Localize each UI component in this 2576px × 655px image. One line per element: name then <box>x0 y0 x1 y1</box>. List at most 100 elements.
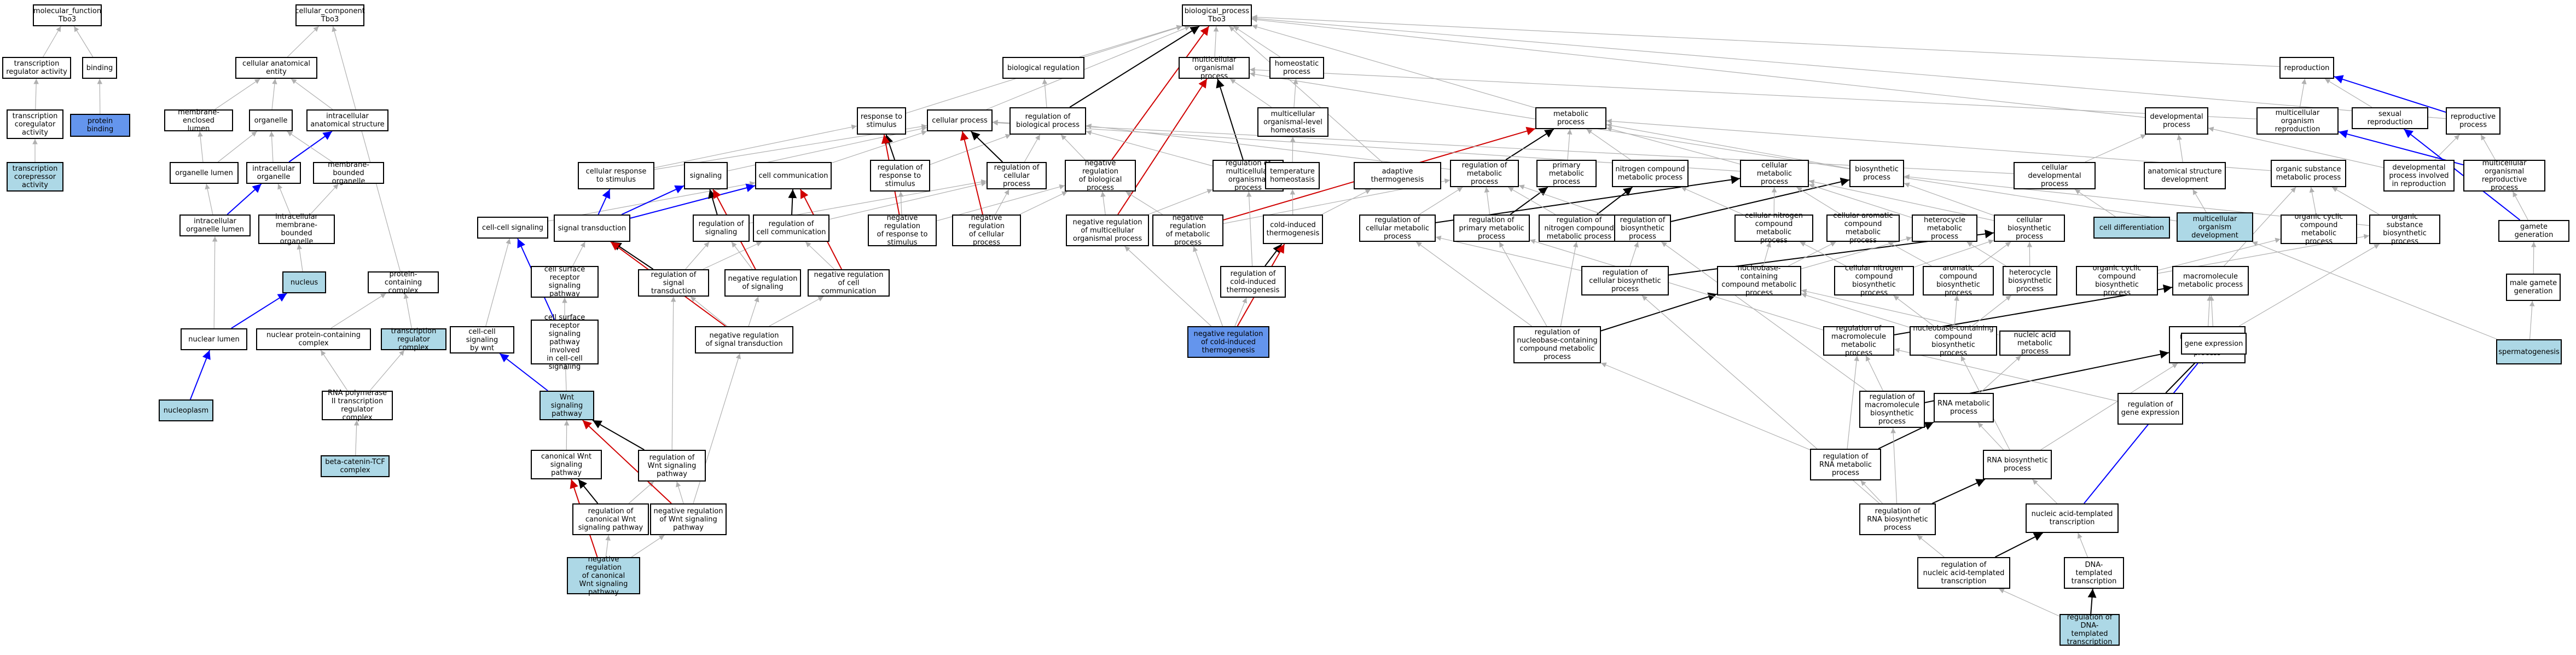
go-term-node[interactable]: regulation of nucleic acid-templated tra… <box>1917 557 2010 589</box>
go-term-node[interactable]: organic cyclic compound metabolic proces… <box>2281 213 2357 246</box>
go-term-node[interactable]: heterocycle biosynthetic process <box>2003 266 2057 295</box>
go-term-node[interactable]: nucleoplasm <box>159 399 213 421</box>
go-term-node[interactable]: developmental process <box>2145 107 2208 135</box>
go-term-node[interactable]: biological_process Tbo3 <box>1182 4 1252 26</box>
go-term-node[interactable]: heterocycle metabolic process <box>1912 215 1977 242</box>
go-term-node[interactable]: organic substance metabolic process <box>2271 160 2346 187</box>
go-term-node[interactable]: RNA polymerase II transcription regulato… <box>322 389 393 422</box>
go-term-node[interactable]: biological regulation <box>1002 57 1084 79</box>
go-term-node[interactable]: regulation of canonical Wnt signaling pa… <box>572 503 649 535</box>
go-term-node[interactable]: transcription regulator activity <box>2 57 71 79</box>
go-term-node[interactable]: sexual reproduction <box>2352 107 2428 129</box>
go-term-node[interactable]: negative regulation of response to stimu… <box>868 214 937 247</box>
go-term-node[interactable]: cellular nitrogen compound biosynthetic … <box>1834 264 1914 297</box>
go-term-node[interactable]: regulation of biological process <box>1009 107 1086 135</box>
go-term-node[interactable]: nuclear protein-containing complex <box>256 328 371 350</box>
go-term-node[interactable]: multicellular organismal reproductive pr… <box>2463 159 2545 192</box>
go-term-node[interactable]: negative regulation of canonical Wnt sig… <box>567 555 640 596</box>
go-term-node[interactable]: regulation of gene expression <box>2117 393 2183 425</box>
go-term-node[interactable]: cellular anatomical entity <box>235 57 317 79</box>
go-term-node[interactable]: cellular metabolic process <box>1740 160 1809 187</box>
go-term-node[interactable]: metabolic process <box>1535 107 1606 129</box>
go-term-node[interactable]: organic substance biosynthetic process <box>2369 213 2440 246</box>
go-term-node[interactable]: reproductive process <box>2446 107 2500 135</box>
go-term-node[interactable]: regulation of RNA metabolic process <box>1810 449 1881 480</box>
go-term-node[interactable]: cellular aromatic compound metabolic pro… <box>1826 212 1900 245</box>
go-term-node[interactable]: biosynthetic process <box>1849 160 1904 187</box>
go-term-node[interactable]: nuclear lumen <box>181 328 247 350</box>
go-term-node[interactable]: Wnt signaling pathway <box>539 391 594 420</box>
go-term-node[interactable]: binding <box>82 57 117 79</box>
go-term-node[interactable]: membrane-bounded organelle <box>313 161 384 186</box>
go-term-node[interactable]: temperature homeostasis <box>1265 162 1320 189</box>
go-term-node[interactable]: adaptive thermogenesis <box>1354 162 1441 189</box>
go-term-node[interactable]: cold-induced thermogenesis <box>1263 215 1323 244</box>
go-term-node[interactable]: cellular_component Tbo3 <box>295 4 365 26</box>
go-term-node[interactable]: response to stimulus <box>857 107 906 135</box>
go-term-node[interactable]: regulation of signaling <box>693 215 750 242</box>
go-term-node[interactable]: multicellular organismal-level homeostas… <box>1257 107 1328 137</box>
go-term-node[interactable]: negative regulation of multicellular org… <box>1066 215 1149 246</box>
go-term-node[interactable]: intracellular organelle lumen <box>179 215 251 236</box>
go-term-node[interactable]: cell surface receptor signaling pathway … <box>531 314 599 371</box>
go-term-node[interactable]: nucleobase-containing compound metabolic… <box>1717 264 1801 297</box>
go-term-node[interactable]: organelle <box>249 109 293 131</box>
go-term-node[interactable]: cell-cell signaling <box>477 217 548 239</box>
go-term-node[interactable]: male gamete generation <box>2506 274 2561 301</box>
go-term-node[interactable]: nucleic acid-templated transcription <box>2026 503 2119 533</box>
go-term-node[interactable]: regulation of cold-induced thermogenesis <box>1220 266 1286 298</box>
go-term-node[interactable]: gene expression <box>2181 333 2247 355</box>
go-term-node[interactable]: negative regulation of signal transducti… <box>695 326 793 353</box>
go-term-node[interactable]: cellular biosynthetic process <box>1994 215 2065 242</box>
go-term-node[interactable]: protein-containing complex <box>368 270 439 295</box>
go-term-node[interactable]: cell differentiation <box>2093 217 2170 239</box>
go-term-node[interactable]: transcription regulator complex <box>381 327 446 352</box>
go-term-node[interactable]: organic cyclic compound biosynthetic pro… <box>2076 264 2158 297</box>
go-term-node[interactable]: spermatogenesis <box>2496 339 2562 364</box>
go-term-node[interactable]: signal transduction <box>554 215 630 242</box>
go-term-node[interactable]: regulation of RNA biosynthetic process <box>1859 503 1936 535</box>
go-term-node[interactable]: intracellular anatomical structure <box>306 109 388 131</box>
go-term-node[interactable]: molecular_function Tbo3 <box>33 4 102 26</box>
go-term-node[interactable]: regulation of response to stimulus <box>870 160 930 192</box>
go-term-node[interactable]: negative regulation of cell communicatio… <box>808 269 890 297</box>
go-term-node[interactable]: negative regulation of biological proces… <box>1065 159 1136 192</box>
go-term-node[interactable]: intracellular organelle <box>246 162 301 184</box>
go-term-node[interactable]: canonical Wnt signaling pathway <box>531 450 602 479</box>
go-term-node[interactable]: negative regulation of cold-induced ther… <box>1187 326 1269 358</box>
go-term-node[interactable]: multicellular organism development <box>2177 212 2253 242</box>
go-term-node[interactable]: beta-catenin-TCF complex <box>321 455 390 477</box>
go-term-node[interactable]: multicellular organism reproduction <box>2256 107 2339 135</box>
go-term-node[interactable]: cellular response to stimulus <box>578 162 654 189</box>
go-term-node[interactable]: developmental process involved in reprod… <box>2383 160 2455 192</box>
go-term-node[interactable]: RNA biosynthetic process <box>1983 450 2052 479</box>
go-term-node[interactable]: organelle lumen <box>170 162 239 184</box>
go-term-node[interactable]: nucleobase-containing compound biosynthe… <box>1910 324 1997 357</box>
go-term-node[interactable]: anatomical structure development <box>2144 162 2226 189</box>
go-term-node[interactable]: transcription corepressor activity <box>7 162 63 192</box>
go-term-node[interactable]: regulation of primary metabolic process <box>1453 215 1530 242</box>
go-term-node[interactable]: primary metabolic process <box>1536 160 1597 187</box>
go-term-node[interactable]: negative regulation of cellular process <box>952 214 1021 247</box>
go-term-node[interactable]: cellular developmental process <box>2014 162 2096 189</box>
go-term-node[interactable]: nitrogen compound metabolic process <box>1612 160 1689 187</box>
go-term-node[interactable]: regulation of cell communication <box>753 215 829 242</box>
go-term-node[interactable]: regulation of Wnt signaling pathway <box>638 450 706 482</box>
go-term-node[interactable]: reproduction <box>2279 57 2334 79</box>
go-term-node[interactable]: multicellular organismal process <box>1179 56 1250 80</box>
go-term-node[interactable]: regulation of cellular biosynthetic proc… <box>1581 266 1669 295</box>
go-term-node[interactable]: protein binding <box>70 114 130 137</box>
go-term-node[interactable]: regulation of nitrogen compound metaboli… <box>1539 215 1620 242</box>
go-term-node[interactable]: macromolecule metabolic process <box>2172 266 2249 295</box>
go-term-node[interactable]: homeostatic process <box>1269 57 1324 79</box>
go-term-node[interactable]: regulation of macromolecule biosynthetic… <box>1859 391 1925 428</box>
go-term-node[interactable]: cell-cell signaling by wnt <box>450 326 514 353</box>
go-term-node[interactable]: regulation of signal transduction <box>638 269 709 297</box>
go-term-node[interactable]: signaling <box>684 162 728 189</box>
go-term-node[interactable]: cell surface receptor signaling pathway <box>531 265 599 298</box>
go-term-node[interactable]: regulation of biosynthetic process <box>1614 215 1671 242</box>
go-term-node[interactable]: membrane-enclosed lumen <box>164 108 233 133</box>
go-term-node[interactable]: negative regulation of signaling <box>724 269 801 297</box>
go-term-node[interactable]: regulation of cellular process <box>987 162 1047 189</box>
go-term-node[interactable]: negative regulation of metabolic process <box>1152 214 1223 247</box>
